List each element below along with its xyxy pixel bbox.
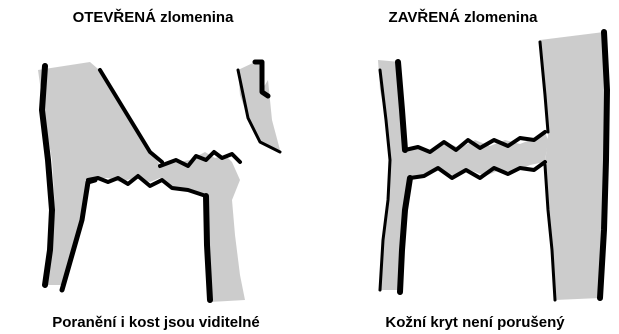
open-fracture-drawing [38, 62, 280, 302]
closed-fracture-caption: Kožní kryt není porušený [330, 314, 619, 331]
open-fracture-caption: Poranění i kost jsou viditelné [6, 314, 306, 331]
closed-fracture-drawing [378, 32, 607, 300]
closed-fracture-right-bone [540, 32, 606, 300]
